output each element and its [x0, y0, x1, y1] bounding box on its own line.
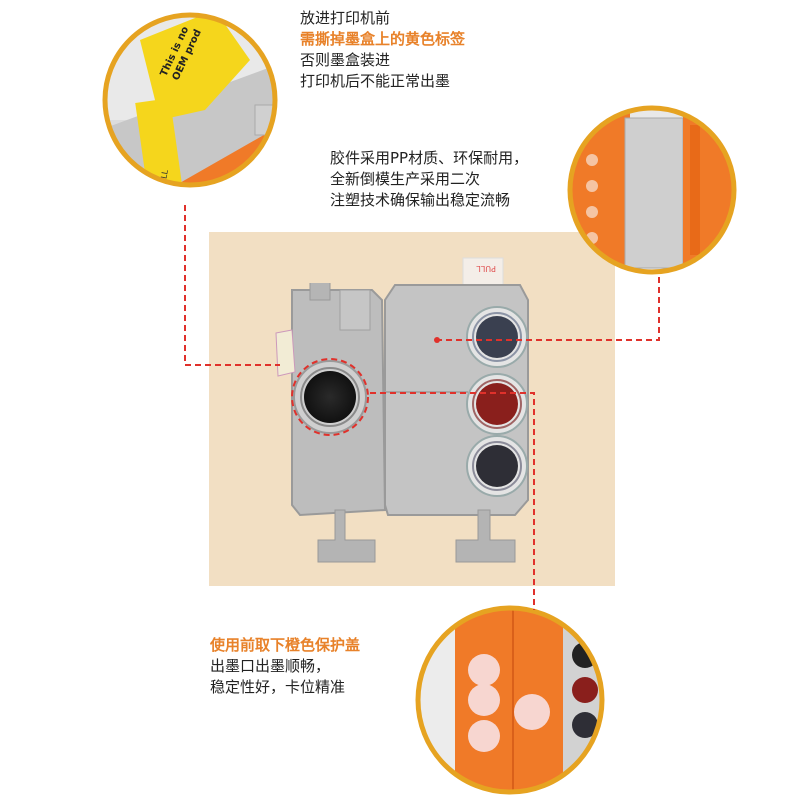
- zoom-circle-orange-cap: [415, 605, 605, 795]
- top-callout-line-1: 放进打印机前: [300, 9, 391, 27]
- connector-lines: [184, 205, 660, 610]
- zoom-circle-pp-material: [567, 105, 737, 275]
- top-callout-line-3: 否则墨盒装进: [300, 51, 391, 69]
- top-callout-line-4: 打印机后不能正常出墨: [300, 72, 451, 90]
- bottom-callout-highlight: 使用前取下橙色保护盖: [210, 636, 361, 654]
- zoom-circle-yellow-label: This is no OEM prod PULL: [102, 12, 278, 188]
- right-callout-line-1: 胶件采用PP材质、环保耐用，: [330, 149, 529, 167]
- bottom-callout-line-2: 出墨口出墨顺畅，: [210, 657, 331, 675]
- right-callout: 胶件采用PP材质、环保耐用， 全新倒模生产采用二次 注塑技术确保输出稳定流畅: [330, 148, 528, 211]
- right-callout-line-3: 注塑技术确保输出稳定流畅: [330, 191, 511, 209]
- bottom-callout: 使用前取下橙色保护盖 出墨口出墨顺畅， 稳定性好，卡位精准: [210, 635, 360, 698]
- svg-text:PULL: PULL: [476, 264, 496, 273]
- right-callout-line-2: 全新倒模生产采用二次: [330, 170, 481, 188]
- top-callout-highlight: 需撕掉墨盒上的黄色标签: [300, 30, 466, 48]
- cartridge-pair-illustration: PULL: [275, 257, 529, 563]
- connector-dot: [434, 337, 440, 343]
- top-callout: 放进打印机前 需撕掉墨盒上的黄色标签 否则墨盒装进 打印机后不能正常出墨: [300, 8, 465, 92]
- bottom-callout-line-3: 稳定性好，卡位精准: [210, 678, 346, 696]
